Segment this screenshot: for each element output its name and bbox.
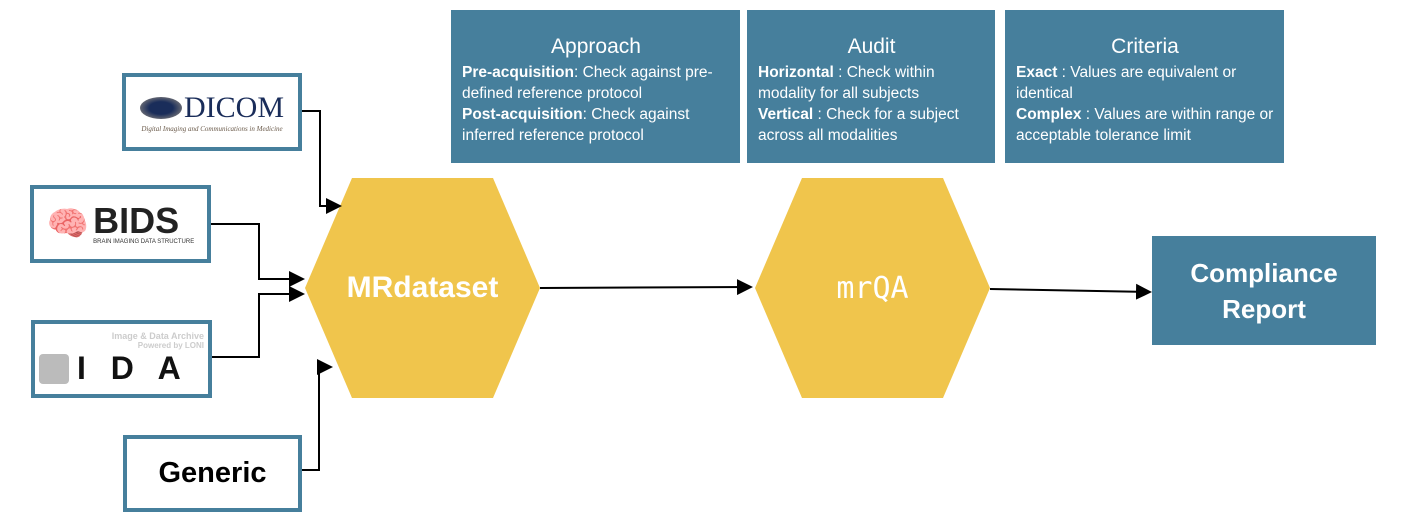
arrow-ida [212,286,305,358]
panel-title: Criteria [1111,35,1179,58]
ida-source: Image & Data Archive Powered by LONI I D… [31,320,212,398]
approach-panel: Approach Pre-acquisition: Check against … [451,10,740,163]
panel-title: Approach [551,35,641,58]
globe-icon [139,97,182,119]
mrdataset-node: MRdataset [346,271,499,304]
arrow-generic [302,359,333,471]
dicom-logo: DICOM [183,91,284,124]
mrqa-node: mrQA [836,270,909,306]
bids-logo: BIDS [93,200,180,241]
dicom-source: DICOM Digital Imaging and Communications… [122,73,302,151]
arrow-mrdataset-mrqa [539,279,753,296]
criteria-panel: Criteria Exact : Values are equivalent o… [1005,10,1284,163]
audit-panel: Audit Horizontal : Check within modality… [747,10,995,163]
mrqa-hexagon [755,178,990,398]
lock-icon [39,353,69,384]
generic-source: Generic [123,435,302,512]
ida-logo: I D A [77,350,189,386]
arrow-bids [211,223,305,287]
brain-icon: 🧠 [46,205,90,243]
panel-title: Audit [847,35,896,58]
arrow-mrqa-report [989,283,1152,300]
arrow-dicom [302,110,342,214]
bids-source: 🧠 BIDS BRAIN IMAGING DATA STRUCTURE [30,185,211,263]
mrdataset-hexagon [305,178,540,398]
